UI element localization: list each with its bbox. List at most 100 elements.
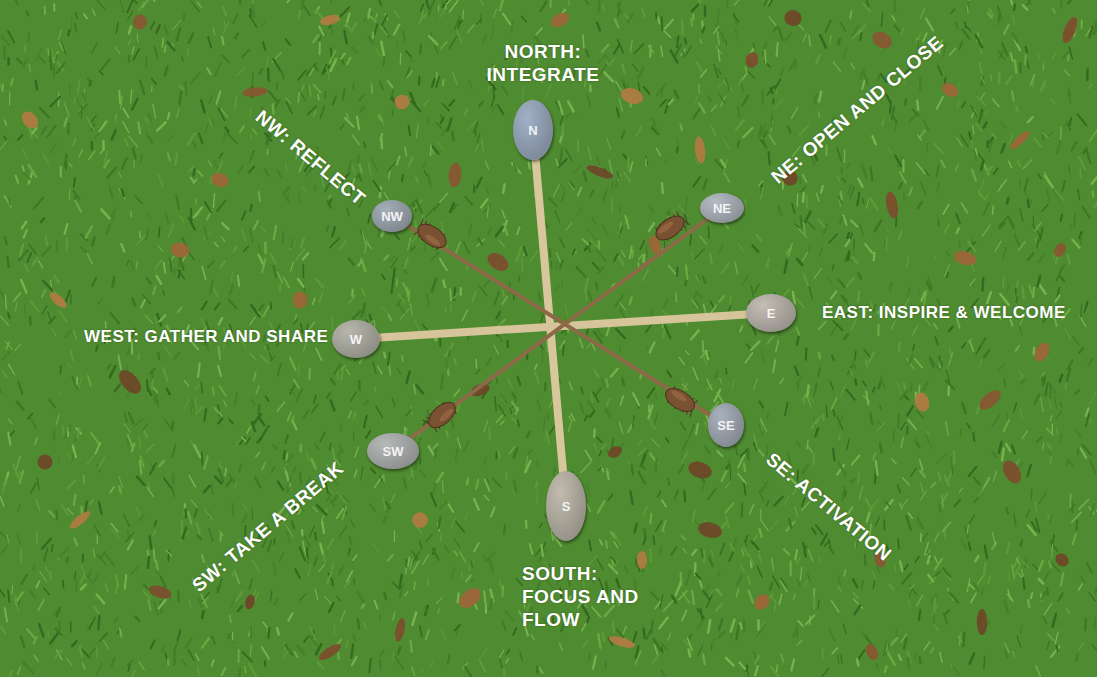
grass-blade	[492, 105, 496, 112]
grass-blade	[410, 304, 412, 315]
grass-blade	[209, 96, 212, 103]
grass-blade	[725, 40, 727, 45]
grass-blade	[791, 108, 797, 119]
grass-blade	[17, 402, 24, 410]
grass-blade	[368, 243, 371, 248]
grass-blade	[634, 524, 636, 533]
grass-blade	[378, 366, 382, 374]
grass-blade	[129, 413, 133, 423]
grass-blade	[235, 393, 237, 403]
grass-blade	[682, 452, 688, 463]
grass-blade	[907, 258, 909, 268]
grass-blade	[249, 15, 256, 27]
grass-blade	[327, 393, 331, 399]
grass-blade	[7, 58, 10, 64]
grass-blade	[1094, 587, 1096, 594]
grass-blade	[127, 531, 129, 538]
grass-blade	[434, 203, 439, 210]
grass-blade	[1027, 60, 1029, 68]
grass-blade	[830, 381, 833, 389]
grass-blade	[299, 10, 300, 18]
grass-blade	[839, 39, 840, 44]
grass-blade	[112, 130, 116, 139]
grass-blade	[373, 362, 376, 373]
grass-blade	[262, 463, 265, 470]
grass-blade	[805, 219, 814, 228]
grass-blade	[18, 505, 20, 511]
grass-blade	[476, 479, 478, 489]
grass-blade	[218, 418, 222, 423]
grass-blade	[49, 400, 55, 407]
grass-blade	[378, 116, 381, 121]
grass-blade	[1020, 408, 1022, 419]
grass-blade	[1027, 510, 1030, 517]
grass-blade	[67, 123, 69, 133]
grass-blade	[439, 9, 444, 18]
grass-blade	[857, 193, 859, 206]
grass-blade	[441, 118, 444, 123]
grass-blade	[258, 438, 262, 443]
grass-blade	[1053, 8, 1055, 13]
grass-blade	[491, 96, 494, 107]
grass-blade	[44, 588, 50, 595]
grass-blade	[797, 259, 802, 265]
grass-blade	[659, 618, 667, 629]
grass-blade	[714, 390, 720, 402]
grass-blade	[483, 36, 486, 43]
grass-blade	[312, 404, 318, 413]
grass-blade	[535, 548, 542, 556]
grass-blade	[1040, 228, 1043, 240]
grass-blade	[669, 266, 678, 276]
grass-blade	[339, 527, 347, 537]
grass-blade	[582, 35, 584, 48]
grass-blade	[725, 369, 727, 374]
grass-blade	[689, 425, 694, 438]
grass-blade	[193, 207, 202, 217]
grass-blade	[763, 141, 766, 148]
grass-blade	[1008, 589, 1010, 598]
grass-blade	[319, 564, 325, 571]
grass-blade	[157, 276, 161, 284]
grass-blade	[113, 562, 114, 568]
grass-blade	[73, 330, 76, 339]
grass-blade	[745, 541, 747, 547]
grass-blade	[39, 624, 43, 636]
grass-blade	[979, 113, 982, 122]
grass-blade	[308, 369, 311, 379]
grass-blade	[984, 350, 989, 357]
grass-blade	[848, 185, 850, 194]
grass-blade	[569, 416, 572, 420]
grass-blade	[484, 495, 489, 501]
grass-blade	[128, 665, 129, 672]
grass-blade	[1049, 561, 1051, 567]
grass-blade	[411, 247, 415, 251]
grass-blade	[971, 593, 976, 602]
grass-blade	[908, 420, 916, 429]
grass-blade	[5, 295, 6, 309]
grass-blade	[833, 410, 835, 416]
grass-blade	[829, 628, 834, 640]
grass-blade	[42, 246, 51, 255]
grass-blade	[873, 387, 875, 392]
grass-blade	[426, 534, 432, 541]
grass-blade	[98, 616, 99, 629]
grass-blade	[369, 659, 371, 673]
grass-blade	[1018, 573, 1021, 577]
grass-blade	[807, 446, 812, 452]
grass-blade	[8, 31, 14, 42]
grass-blade	[402, 356, 404, 362]
grass-blade	[831, 601, 839, 613]
grass-blade	[833, 62, 841, 71]
grass-blade	[417, 201, 422, 213]
grass-blade	[213, 387, 214, 395]
grass-blade	[702, 341, 704, 352]
grass-blade	[259, 192, 260, 201]
grass-blade	[596, 283, 597, 290]
grass-blade	[586, 50, 589, 57]
grass-blade	[79, 376, 82, 389]
grass-blade	[987, 292, 991, 302]
grass-blade	[802, 193, 805, 202]
grass-blade	[102, 141, 105, 149]
grass-blade	[205, 123, 208, 134]
grass-blade	[862, 381, 866, 386]
